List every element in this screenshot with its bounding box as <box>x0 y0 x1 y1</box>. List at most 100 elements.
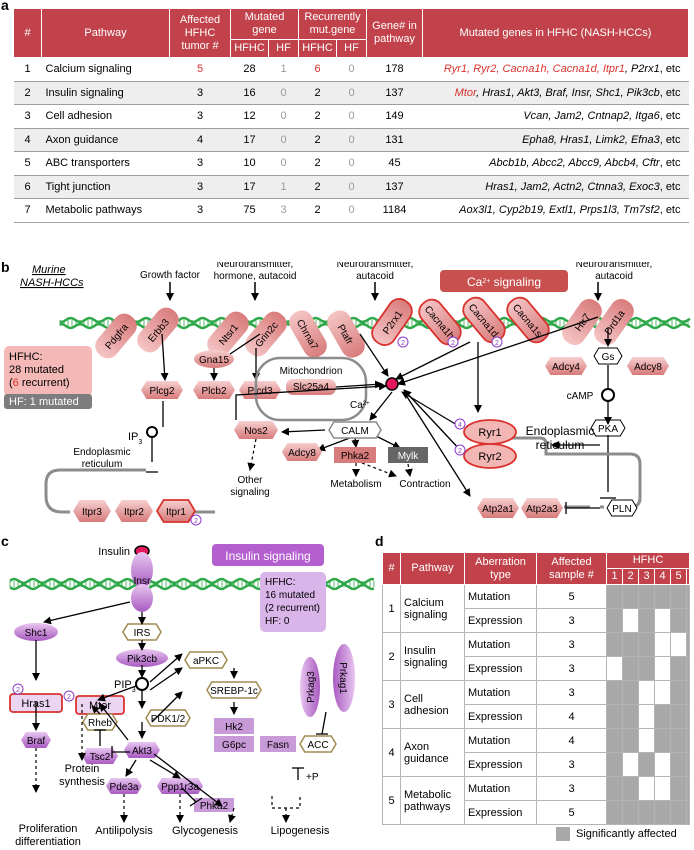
genes-black: Hras1, Jam2, Actn2, Ctnna3, Exoc3 <box>485 180 660 193</box>
itpr1-label: Itpr1 <box>166 507 186 518</box>
cell-aberration-type: Mutation <box>464 584 537 609</box>
cell-pathway: Tight junction <box>41 175 170 199</box>
antilipolysis-label: Antilipolysis <box>95 825 153 837</box>
sample-cell <box>606 656 623 681</box>
cell-mutated-genes: Vcan, Jam2, Cntnap2, Itga6, etc <box>422 104 689 129</box>
adcy4-node <box>545 357 587 375</box>
genes-etc: , etc <box>659 110 681 123</box>
cell-affected-count: 3 <box>536 632 607 657</box>
cell-affected: 3 <box>169 198 231 223</box>
sample-cell <box>606 728 623 753</box>
cell-affected-count: 3 <box>536 608 607 633</box>
g6pc-label: G6pc <box>222 740 246 751</box>
prkag1-group: Prkag1 <box>333 644 355 712</box>
mitochondrion <box>254 356 368 422</box>
cell-affected-count: 4 <box>536 728 607 753</box>
atp2a3-label: Atp2a3 <box>526 504 558 515</box>
sample-cell <box>654 656 671 681</box>
ca-signaling-badge <box>440 270 568 292</box>
other-signaling-l1: Other <box>237 475 263 486</box>
summary-recurrent: (6 recurrent) <box>9 377 70 389</box>
plcb2-node <box>193 381 235 399</box>
ryr2-label: Ryr2 <box>478 451 501 463</box>
cell-aberration-type: Mutation <box>464 728 537 753</box>
slc25a4-label: Slc25a4 <box>293 382 330 393</box>
tsc2-label: Tsc2 <box>90 752 111 763</box>
cell-genes-in: 137 <box>366 81 423 105</box>
header-pathway: Pathway <box>41 8 170 58</box>
sample-cell-spacer <box>686 728 690 753</box>
input-neuro3-l1: Neurotransmitter, <box>576 262 653 270</box>
sample-cell-spacer <box>686 776 690 801</box>
phka2-c-label: Phka2 <box>200 801 229 812</box>
cell-aberration-type: Expression <box>464 704 537 729</box>
header-sub-hfhc: HFHC <box>298 39 337 58</box>
cell-aberration-type: Expression <box>464 800 537 825</box>
cell-num: 2 <box>13 81 42 105</box>
hras1-recurrence <box>12 683 24 695</box>
cell-mutated-genes: Hras1, Jam2, Actn2, Ctnna3, Exoc3, etc <box>422 175 689 199</box>
cell-mut-hfhc: 28 <box>230 57 269 82</box>
sample-cell <box>638 776 655 801</box>
ip3-label: IP3 <box>128 431 142 446</box>
braf-label: Braf <box>27 736 46 747</box>
sample-cell <box>670 632 687 657</box>
erbb3-receptor: Erbb3 <box>137 307 179 353</box>
akt3-node <box>124 742 160 758</box>
input-neuro1-l1: Neurotransmitter, <box>217 262 294 270</box>
pde3a-label: Pde3a <box>110 782 139 793</box>
hk2-label: Hk2 <box>225 722 243 733</box>
other-signaling-l2: signaling <box>230 487 269 498</box>
genes-etc: , etc <box>659 180 681 193</box>
d-header-sample-spacer <box>686 568 690 585</box>
sample-cell-spacer <box>686 608 690 633</box>
sample-cell <box>670 752 687 777</box>
cell-rec-hfhc: 2 <box>298 128 337 152</box>
cell-genes-in: 131 <box>366 128 423 152</box>
cell-mut-hf: 0 <box>268 151 299 176</box>
adcy8-node <box>282 443 322 461</box>
adcy8r-node <box>627 357 669 375</box>
gna15-node <box>194 350 234 368</box>
header-sub-hf: HF <box>268 39 299 58</box>
braf-node <box>21 732 51 748</box>
sample-cell <box>622 680 639 705</box>
sample-cell-spacer <box>686 680 690 705</box>
plus-p-label: +P <box>306 772 319 783</box>
sample-cell <box>654 632 671 657</box>
atp2a1-node <box>477 498 519 518</box>
panel-b-letter: b <box>1 259 10 275</box>
itpr2-label: Itpr2 <box>124 507 144 518</box>
d-header-pathway: Pathway <box>400 552 465 585</box>
itpr3-node <box>73 500 111 522</box>
sample-cell <box>638 656 655 681</box>
cell-rec-hfhc: 2 <box>298 198 337 223</box>
cell-affected-count: 4 <box>536 704 607 729</box>
cell-mutated-genes: Abcb1b, Abcc2, Abcc9, Abcb4, Cftr, etc <box>422 151 689 176</box>
cell-pathway: Calcium signaling <box>41 57 170 82</box>
fasn-node <box>260 736 296 752</box>
cell-rec-hfhc: 2 <box>298 81 337 105</box>
pka-label: PKA <box>598 424 618 435</box>
cell-genes-in: 1184 <box>366 198 423 223</box>
hras1-recurrence-value: 2 <box>16 687 20 694</box>
sample-cell <box>654 752 671 777</box>
sample-cell <box>606 680 623 705</box>
mylk-node <box>388 447 428 463</box>
cell-num: 3 <box>382 680 401 729</box>
nos2-label: Nos2 <box>244 426 268 437</box>
genes-etc: , etc <box>659 63 681 76</box>
ryr2-node <box>463 443 517 469</box>
d-header-num: # <box>382 552 401 585</box>
panel-b-title-line2: NASH-HCCs <box>20 277 84 289</box>
hk2-node <box>214 718 254 734</box>
cell-num: 7 <box>13 198 42 223</box>
panel-c-letter: c <box>1 533 9 549</box>
